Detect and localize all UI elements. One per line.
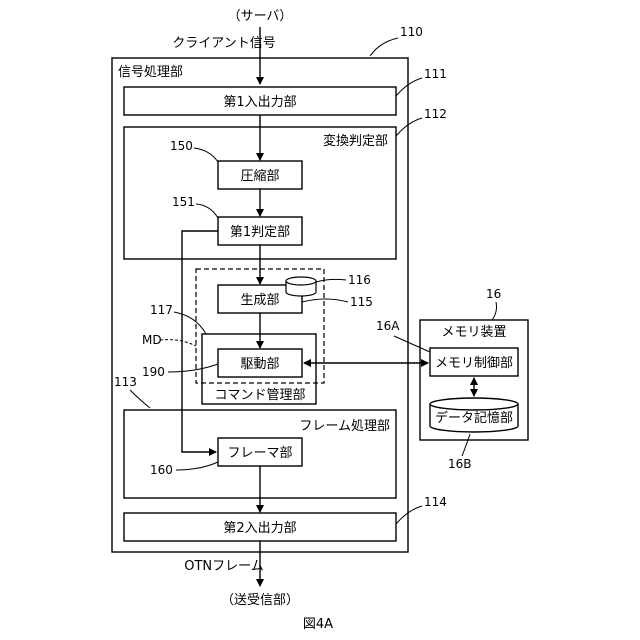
leader-117 <box>174 312 206 334</box>
server-source-label: （サーバ） <box>228 9 293 24</box>
leader-111 <box>396 78 422 96</box>
ref-113: 113 <box>114 375 137 389</box>
second-io-label: 第2入出力部 <box>223 521 296 536</box>
leader-190 <box>168 364 218 372</box>
leader-150 <box>194 148 218 162</box>
ref-16A: 16A <box>376 319 400 333</box>
otn-frame-label: OTNフレーム <box>184 559 264 574</box>
leader-113 <box>130 390 150 408</box>
ref-150: 150 <box>170 139 193 153</box>
leader-16A <box>394 336 430 352</box>
storage-cylinder-icon <box>286 277 316 296</box>
conversion-judge-label: 変換判定部 <box>323 133 388 149</box>
ref-115: 115 <box>350 295 373 309</box>
first-judge-label: 第1判定部 <box>230 225 290 240</box>
leader-110 <box>370 38 398 56</box>
ref-112: 112 <box>424 107 447 121</box>
leader-112 <box>396 118 422 136</box>
ref-111: 111 <box>424 67 447 81</box>
memory-device-label: メモリ装置 <box>441 325 506 340</box>
transceiver-dest-label: （送受信部） <box>221 593 299 608</box>
ref-151: 151 <box>172 195 195 209</box>
ref-114: 114 <box>424 495 447 509</box>
command-mgmt-label: コマンド管理部 <box>214 388 305 403</box>
leader-16B <box>462 434 470 456</box>
md-label: MD <box>142 333 162 347</box>
leader-16 <box>492 302 497 320</box>
memory-control-label: メモリ制御部 <box>435 356 513 371</box>
data-storage-label: データ記憶部 <box>435 410 513 426</box>
ref-160: 160 <box>150 463 173 477</box>
ref-16B: 16B <box>448 457 472 471</box>
frame-processing-label: フレーム処理部 <box>299 419 390 434</box>
ref-16: 16 <box>486 287 501 301</box>
signal-processing-unit-label: 信号処理部 <box>118 65 183 80</box>
leader-114 <box>396 506 422 524</box>
leader-160 <box>176 462 218 470</box>
leader-md <box>160 340 196 346</box>
figure-caption: 図4A <box>303 617 333 632</box>
leader-115 <box>302 299 348 302</box>
drive-label: 駆動部 <box>240 357 279 372</box>
generation-label: 生成部 <box>240 293 279 308</box>
first-io-label: 第1入出力部 <box>223 95 296 110</box>
leader-151 <box>196 204 218 218</box>
leader-116 <box>316 279 346 282</box>
ref-116: 116 <box>348 273 371 287</box>
compression-label: 圧縮部 <box>240 168 279 184</box>
ref-110: 110 <box>400 25 423 39</box>
framer-label: フレーマ部 <box>227 446 292 461</box>
bypass-line <box>182 231 218 452</box>
ref-117: 117 <box>150 303 173 317</box>
ref-190: 190 <box>142 365 165 379</box>
